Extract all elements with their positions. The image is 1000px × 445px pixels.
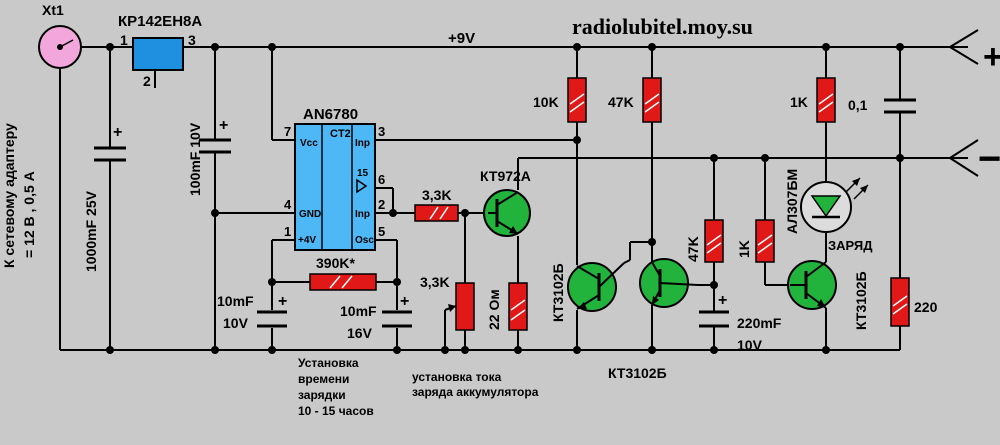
- connector-id: Xt1: [42, 2, 64, 18]
- site-header: radiolubitel.moy.su: [572, 14, 753, 39]
- resistor-47k-mid: 47K: [685, 219, 724, 263]
- connector-xt1: Xt1 К сетевому адаптеру = 12 В , 0,5 А: [1, 2, 82, 268]
- chip-label-gnd: GND: [299, 209, 321, 220]
- capacitor-c3: + 10mF 10V: [217, 293, 287, 331]
- svg-text:+: +: [718, 292, 727, 309]
- q-power-label: КТ972А: [480, 168, 531, 184]
- resistor-47k-top: 47K: [608, 77, 662, 123]
- c3-voltage: 10V: [223, 315, 249, 331]
- c4-value: 10mF: [340, 303, 377, 319]
- capacitor-c2: + 100mF 10V: [187, 117, 231, 196]
- chip-pin-4: 4: [284, 197, 292, 212]
- regulator-name: КР142ЕН8А: [118, 13, 202, 30]
- r-sense-label: 22 Ом: [486, 289, 502, 330]
- r47k-mid-label: 47K: [685, 236, 701, 262]
- q1-label: КТ3102Б: [550, 263, 566, 322]
- led-label: ЗАРЯД: [828, 238, 873, 253]
- regulator-pin2: 2: [143, 73, 151, 89]
- c3-value: 10mF: [217, 293, 254, 309]
- svg-text:+: +: [400, 293, 409, 310]
- c2-label: 100mF 10V: [187, 122, 203, 196]
- note-timer-line-3: зарядки: [298, 388, 346, 402]
- connector-rating: = 12 В , 0,5 А: [21, 171, 37, 258]
- chip-block: CT2: [330, 128, 351, 140]
- note-current-line-2: заряда аккумулятора: [412, 385, 539, 399]
- svg-text:+: +: [113, 124, 122, 141]
- junction-nodes: [106, 43, 904, 354]
- connector-side-label: К сетевому адаптеру: [1, 123, 17, 268]
- output-minus: −: [978, 137, 1000, 181]
- note-timer-line-1: Установка: [298, 356, 359, 370]
- resistor-base-3k3: 3,3K: [414, 187, 459, 222]
- r10k-label: 10K: [533, 94, 559, 110]
- chip-pin-15: 15: [357, 168, 369, 179]
- svg-text:+: +: [278, 293, 287, 310]
- transistor-q1: КТ3102Б: [550, 262, 625, 322]
- chip-name: AN6780: [303, 106, 358, 123]
- resistor-220: 220: [890, 277, 938, 327]
- resistor-390k: 390K*: [309, 255, 377, 291]
- c4-voltage: 16V: [347, 325, 373, 341]
- resistor-22-ohm: 22 Ом: [486, 282, 528, 331]
- r1k-mid-label: 1K: [736, 240, 752, 258]
- output-plus: +: [983, 38, 1000, 76]
- c1-label: 1000mF 25V: [83, 190, 99, 272]
- q3-label: КТ3102Б: [853, 271, 869, 330]
- transistor-kt972a: КТ972А: [480, 168, 531, 237]
- chip-pin-5: 5: [378, 224, 385, 239]
- note-timer-line-4: 10 - 15 часов: [298, 404, 374, 418]
- regulator-pin3: 3: [188, 32, 196, 48]
- transistor-q3: КТ3102Б: [787, 260, 869, 330]
- transistor-q2: КТ3102Б: [608, 258, 699, 381]
- regulator: КР142ЕН8А 1 3 2: [118, 13, 202, 89]
- led-type-label: АЛ307БМ: [784, 169, 800, 234]
- resistor-1k-led: 1K: [790, 77, 836, 123]
- r220-label: 220: [914, 299, 938, 315]
- capacitor-c4: + 10mF 16V: [340, 293, 412, 341]
- q2-label: КТ3102Б: [608, 365, 667, 381]
- c6-voltage: 10V: [737, 337, 763, 353]
- resistor-1k-mid: 1K: [736, 219, 775, 263]
- r-adj-label: 3,3K: [420, 274, 450, 290]
- r47k-top-label: 47K: [608, 94, 634, 110]
- r1k-led-label: 1K: [790, 94, 808, 110]
- chip-pin-1: 1: [284, 224, 291, 239]
- capacitor-c5: 0,1: [848, 97, 916, 114]
- resistor-adjust-3k3: 3,3K: [420, 274, 475, 331]
- chip-label-inp-top: Inp: [355, 138, 370, 149]
- rail-supply-label: +9V: [448, 30, 475, 47]
- capacitor-c1: + 1000mF 25V: [83, 124, 126, 272]
- capacitor-c6: + 220mF 10V: [699, 292, 782, 353]
- chip-pin-7: 7: [284, 124, 291, 139]
- r-timer-label: 390K*: [316, 255, 355, 271]
- led-charge: АЛ307БМ ЗАРЯД: [784, 169, 873, 253]
- chip-label-inp-mid: Inp: [355, 209, 370, 220]
- chip-an6780: AN6780 CT2 Vcc Inp GND Inp +4V Osc 15 7 …: [284, 106, 385, 251]
- note-current-line-1: установка тока: [412, 370, 502, 384]
- c6-value: 220mF: [737, 315, 782, 331]
- resistor-10k: 10K: [533, 77, 587, 123]
- svg-text:+: +: [219, 117, 228, 134]
- chip-label-4v: +4V: [298, 235, 316, 246]
- chip-pin-6: 6: [378, 172, 385, 187]
- chip-pin-3: 3: [378, 124, 385, 139]
- chip-label-osc: Osc: [355, 235, 374, 246]
- wires: [59, 29, 979, 351]
- note-timer-line-2: времени: [298, 372, 349, 386]
- chip-label-vcc: Vcc: [300, 138, 318, 149]
- r-base-label: 3,3K: [422, 187, 452, 203]
- c5-label: 0,1: [848, 97, 868, 113]
- chip-pin-2: 2: [378, 197, 385, 212]
- note-current: установка тока заряда аккумулятора: [412, 370, 539, 399]
- regulator-pin1: 1: [120, 32, 128, 48]
- note-timer: Установка времени зарядки 10 - 15 часов: [298, 356, 374, 418]
